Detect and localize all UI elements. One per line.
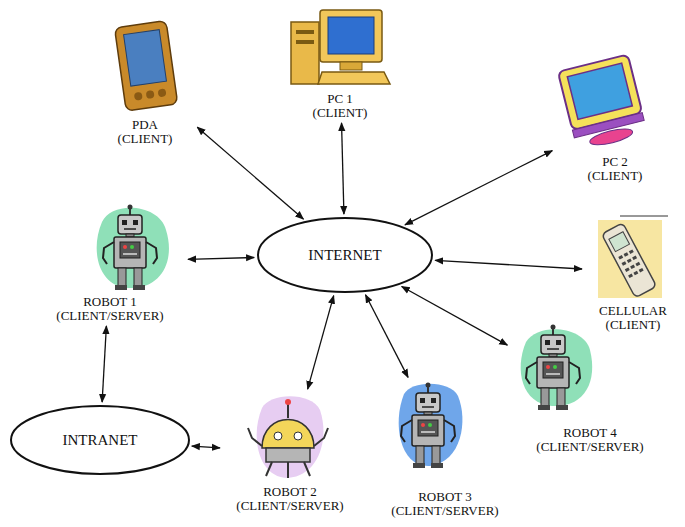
network-ellipse: INTRANET [10,405,190,475]
network-link [342,123,344,214]
network-link [192,446,220,448]
phone-icon [598,216,668,298]
device-node: CELLULAR (CLIENT) [585,212,681,332]
pc-icon [558,54,648,151]
robot-icon [248,396,328,478]
device-node: PDA (CLIENT) [95,18,195,146]
device-label: ROBOT 1 (CLIENT/SERVER) [46,295,174,323]
network-link [188,258,254,260]
device-node: ROBOT 2 (CLIENT/SERVER) [223,392,357,513]
network-label: INTERNET [308,247,381,264]
device-node: ROBOT 1 (CLIENT/SERVER) [35,200,185,323]
network-link [405,151,552,225]
device-label: PC 2 (CLIENT) [580,155,650,183]
network-label: INTRANET [63,432,138,449]
device-node: ROBOT 3 (CLIENT/SERVER) [370,380,520,518]
device-label: ROBOT 4 (CLIENT/SERVER) [526,426,654,454]
network-ellipse: INTERNET [257,217,433,293]
network-link [365,295,408,378]
network-link [197,127,303,219]
device-node: PC 1 (CLIENT) [285,8,395,120]
device-node: ROBOT 4 (CLIENT/SERVER) [510,328,670,454]
network-link [402,286,508,345]
network-link [308,296,334,389]
robot-icon [97,205,169,291]
device-node: PC 2 (CLIENT) [555,55,675,183]
device-label: CELLULAR (CLIENT) [590,304,676,332]
device-label: ROBOT 2 (CLIENT/SERVER) [226,485,354,513]
network-link [102,326,106,402]
pda-icon [115,21,178,111]
robot-icon [399,383,463,469]
device-label: ROBOT 3 (CLIENT/SERVER) [381,490,509,518]
pc-icon [291,10,390,84]
network-link [435,260,582,269]
robot-icon [521,325,593,411]
device-label: PDA (CLIENT) [110,118,180,146]
device-label: PC 1 (CLIENT) [305,92,375,120]
